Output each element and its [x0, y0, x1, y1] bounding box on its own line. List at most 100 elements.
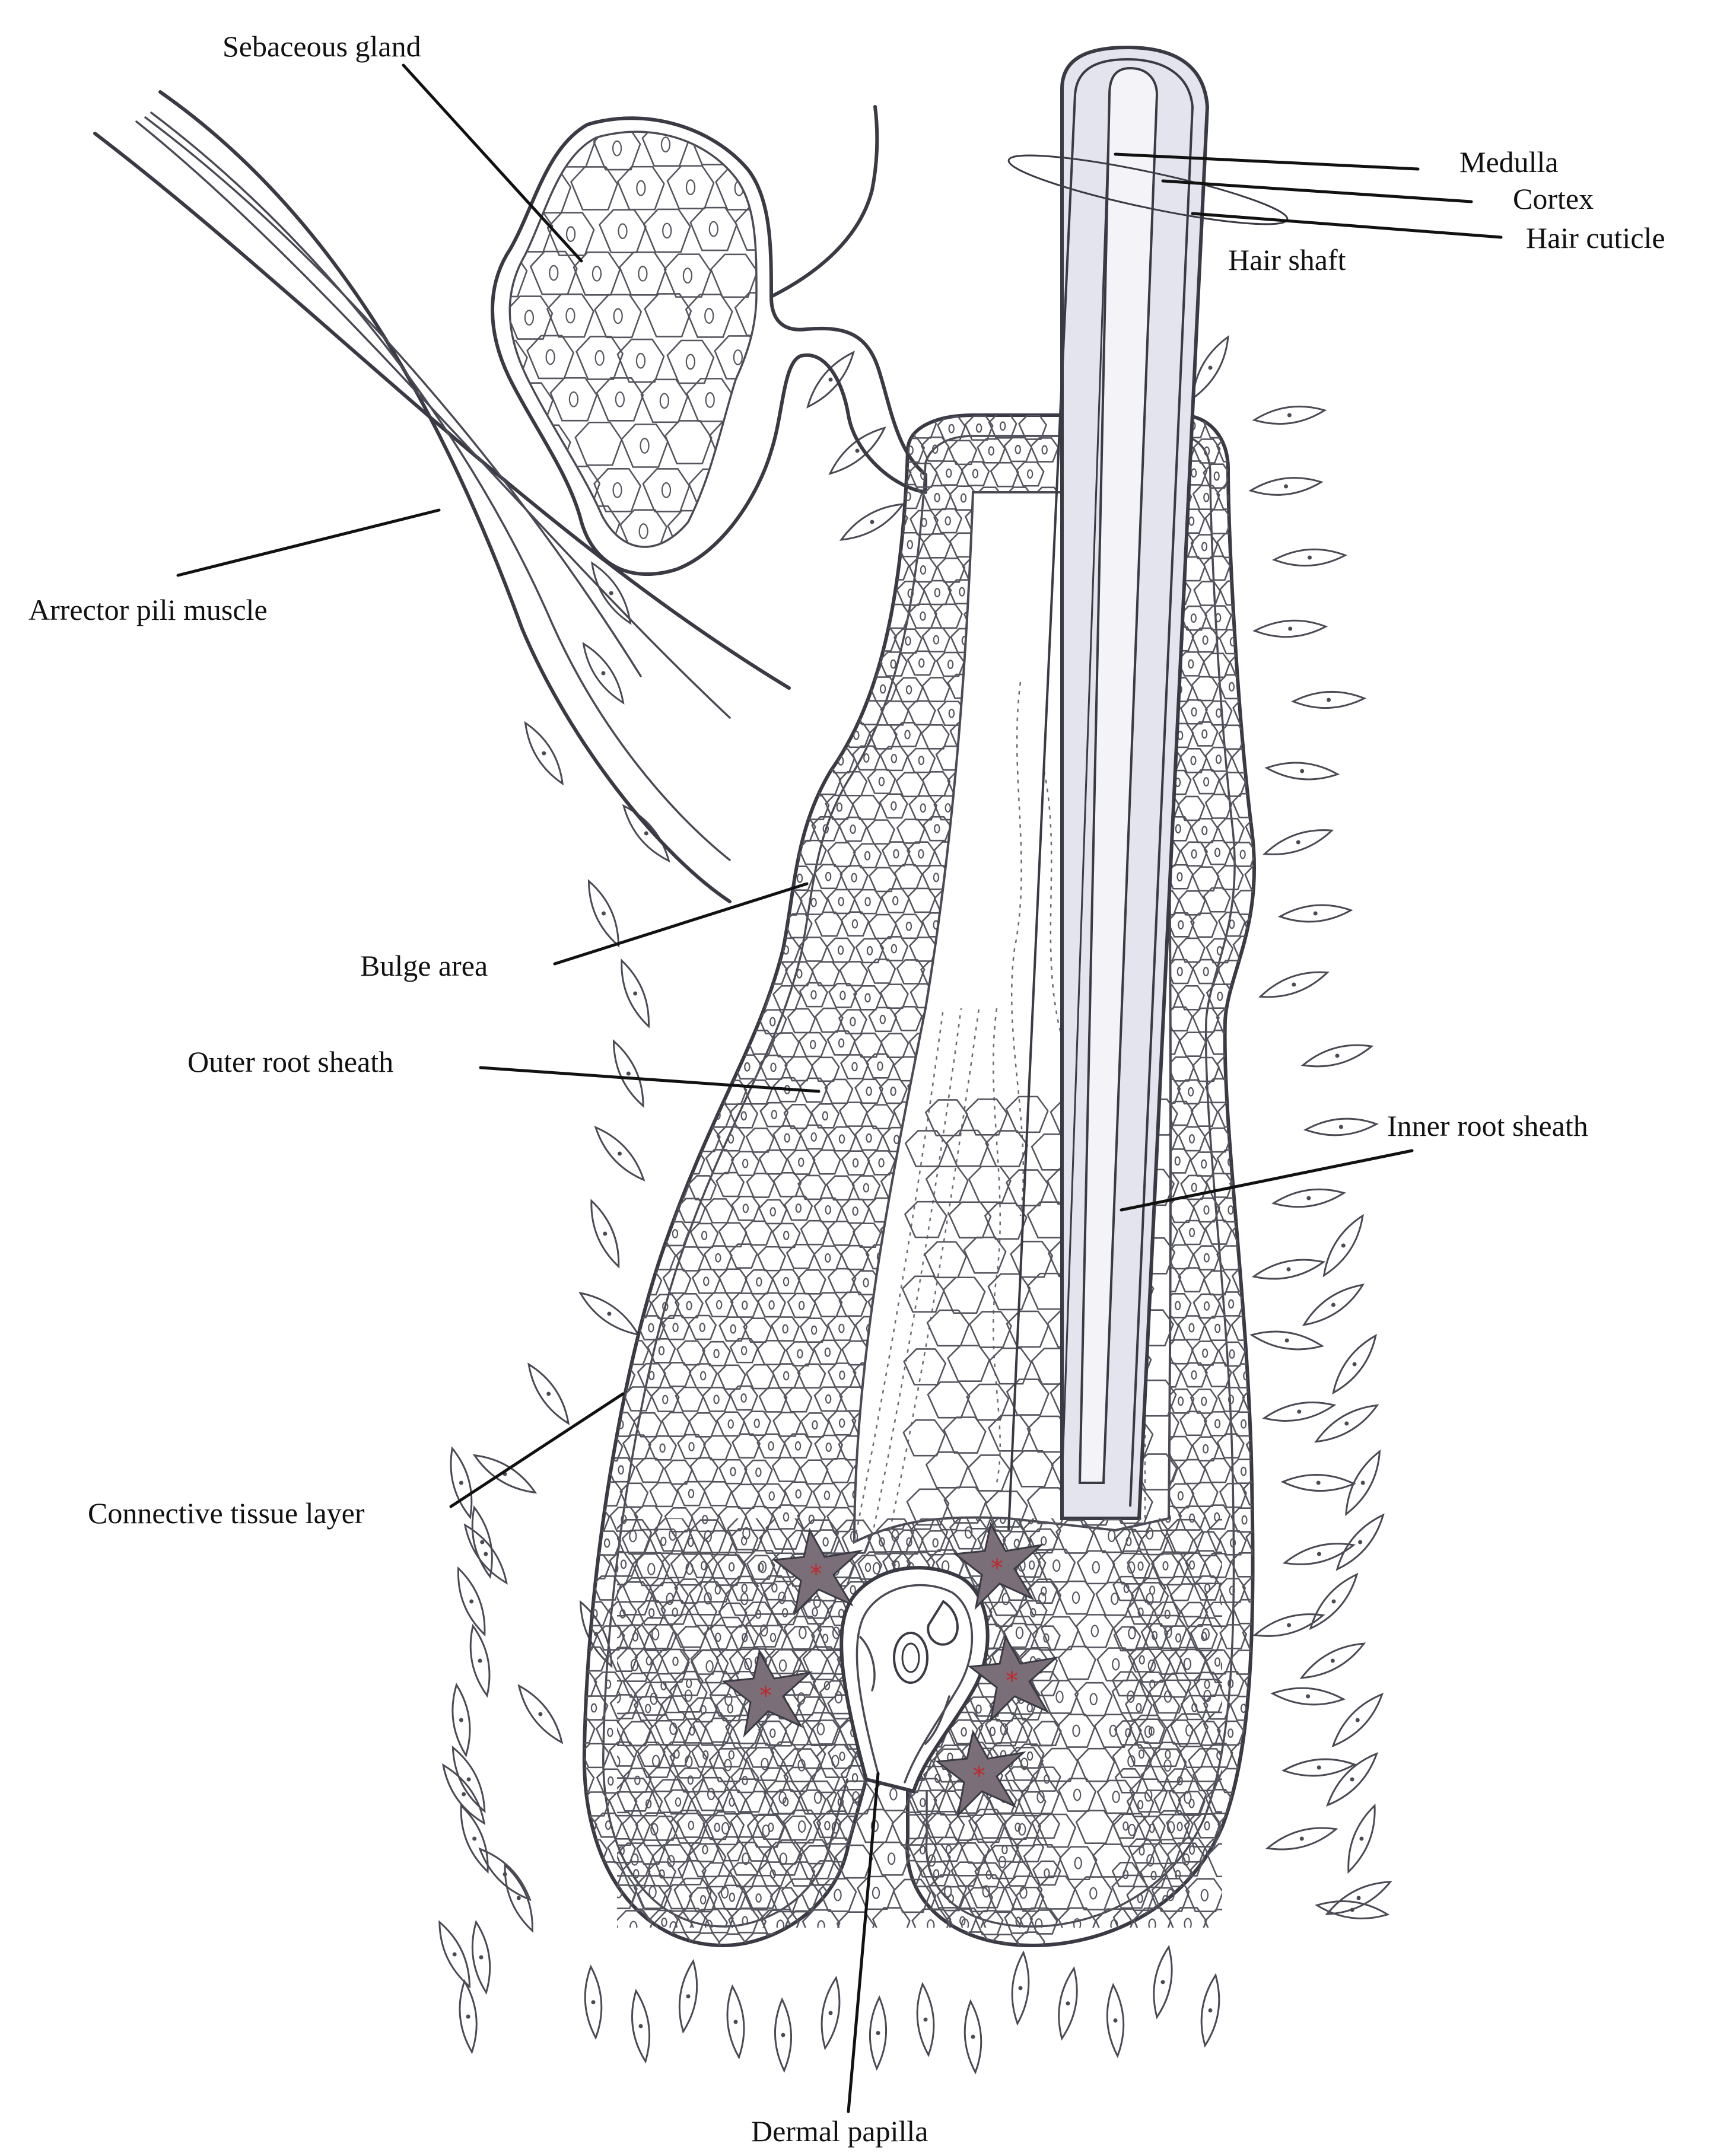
- ors-cell: [909, 509, 939, 536]
- cell-nucleus: [1188, 1560, 1195, 1570]
- matrix-cell: [1041, 1616, 1079, 1651]
- ors-cell: [772, 1125, 802, 1151]
- cell-nucleus: [864, 518, 871, 528]
- ors-cell: [584, 1530, 597, 1556]
- cell-nucleus: [890, 659, 896, 669]
- ors-cell: [650, 1387, 680, 1412]
- ors-cell: [1203, 1316, 1232, 1341]
- cell-nucleus: [812, 566, 818, 576]
- irs-cell: [987, 1415, 1031, 1452]
- cell-nucleus: [577, 827, 582, 836]
- cell-nucleus: [866, 610, 872, 620]
- ors-cell: [703, 674, 733, 700]
- cell-nucleus: [612, 140, 622, 157]
- cell-nucleus: [948, 708, 955, 718]
- fibroblast: [527, 1362, 570, 1425]
- fibroblast: [1325, 1881, 1392, 1915]
- cell-nucleus: [1177, 1915, 1184, 1925]
- ors-cell: [1178, 890, 1206, 916]
- sebocyte: [689, 550, 735, 593]
- fibroblast: [463, 1523, 508, 1585]
- cell-nucleus: [715, 1253, 721, 1263]
- matrix-cell: [1168, 1907, 1207, 1928]
- cell-nucleus: [834, 1889, 842, 1902]
- cell-nucleus: [794, 589, 802, 599]
- ors-cell: [650, 1150, 680, 1176]
- label-dermal-papilla: Dermal papilla: [751, 2114, 928, 2148]
- cell-nucleus: [593, 1181, 600, 1191]
- ors-cell: [622, 770, 652, 796]
- cell-nucleus: [837, 470, 843, 480]
- fibroblast: [471, 1505, 493, 1579]
- cell-nucleus: [682, 267, 693, 284]
- cell-nucleus: [686, 1015, 692, 1025]
- fibroblast-nucleus: [1287, 1623, 1292, 1628]
- cell-nucleus: [742, 1916, 748, 1926]
- ors-cell: [1216, 1910, 1245, 1935]
- fibroblast: [451, 1745, 486, 1814]
- cell-nucleus: [975, 423, 982, 433]
- sebocyte: [735, 377, 756, 422]
- ors-cell: [1242, 533, 1255, 559]
- matrix-cell: [673, 1877, 713, 1912]
- cell-nucleus: [907, 540, 914, 550]
- ors-cell: [1193, 438, 1221, 464]
- ors-cell: [1245, 1195, 1255, 1221]
- cell-nucleus: [927, 1919, 935, 1928]
- leader-inner-root-sheath: [1120, 1149, 1414, 1212]
- cell-nucleus: [1229, 637, 1236, 647]
- sebocyte: [619, 509, 668, 547]
- ors-cell: [1180, 841, 1209, 867]
- cell-nucleus: [608, 1776, 614, 1786]
- ors-cell: [811, 532, 841, 558]
- cell-nucleus: [1182, 1853, 1190, 1866]
- fibroblast-nucleus: [1316, 1552, 1321, 1556]
- cell-nucleus: [593, 422, 600, 432]
- ors-cell: [1203, 1694, 1231, 1720]
- cell-nucleus: [920, 803, 926, 813]
- ors-cell: [756, 865, 786, 891]
- ors-cell: [584, 1671, 597, 1698]
- cell-nucleus: [577, 874, 581, 882]
- matrix-cell: [1004, 1875, 1043, 1910]
- cell-nucleus: [1041, 1586, 1047, 1596]
- cell-nucleus: [660, 637, 666, 647]
- cell-nucleus: [1026, 469, 1034, 479]
- ors-cell: [716, 1126, 746, 1152]
- ors-cell: [1219, 1624, 1248, 1649]
- ors-cell: [758, 580, 787, 606]
- cell-nucleus: [1128, 1627, 1136, 1640]
- cell-nucleus: [891, 753, 898, 763]
- cell-nucleus: [1188, 1845, 1195, 1855]
- ors-cell: [608, 1741, 638, 1767]
- ors-cell: [783, 1387, 813, 1413]
- fibroblast: [438, 1920, 471, 1989]
- cell-nucleus: [781, 1608, 788, 1617]
- cell-nucleus: [605, 1820, 612, 1830]
- cell-nucleus: [1122, 1821, 1129, 1831]
- ors-cell: [746, 1173, 775, 1198]
- ors-cell: [1242, 1056, 1255, 1081]
- cell-nucleus: [810, 1132, 817, 1142]
- cell-nucleus: [999, 421, 1006, 431]
- cell-nucleus: [1109, 1724, 1117, 1737]
- fibroblast-nucleus: [1335, 1053, 1340, 1058]
- cell-nucleus: [644, 612, 651, 622]
- cell-nucleus: [880, 445, 886, 456]
- ors-cell: [584, 1578, 594, 1603]
- cell-nucleus: [1255, 1919, 1260, 1927]
- ors-cell: [718, 1505, 748, 1531]
- cell-nucleus: [584, 1822, 586, 1832]
- fibroblast-nucleus: [1338, 1125, 1343, 1129]
- ors-cell: [894, 677, 924, 703]
- ors-cell: [866, 1104, 895, 1130]
- cell-nucleus: [753, 565, 761, 575]
- fibroblast: [1265, 1827, 1338, 1851]
- ors-cell: [1193, 1293, 1221, 1319]
- ors-cell: [825, 1457, 854, 1483]
- sebocyte: [510, 295, 554, 340]
- ors-cell: [636, 935, 666, 961]
- fibroblast: [1303, 1117, 1379, 1136]
- ors-cell: [636, 1315, 666, 1340]
- matrix-cell: [1004, 1747, 1044, 1781]
